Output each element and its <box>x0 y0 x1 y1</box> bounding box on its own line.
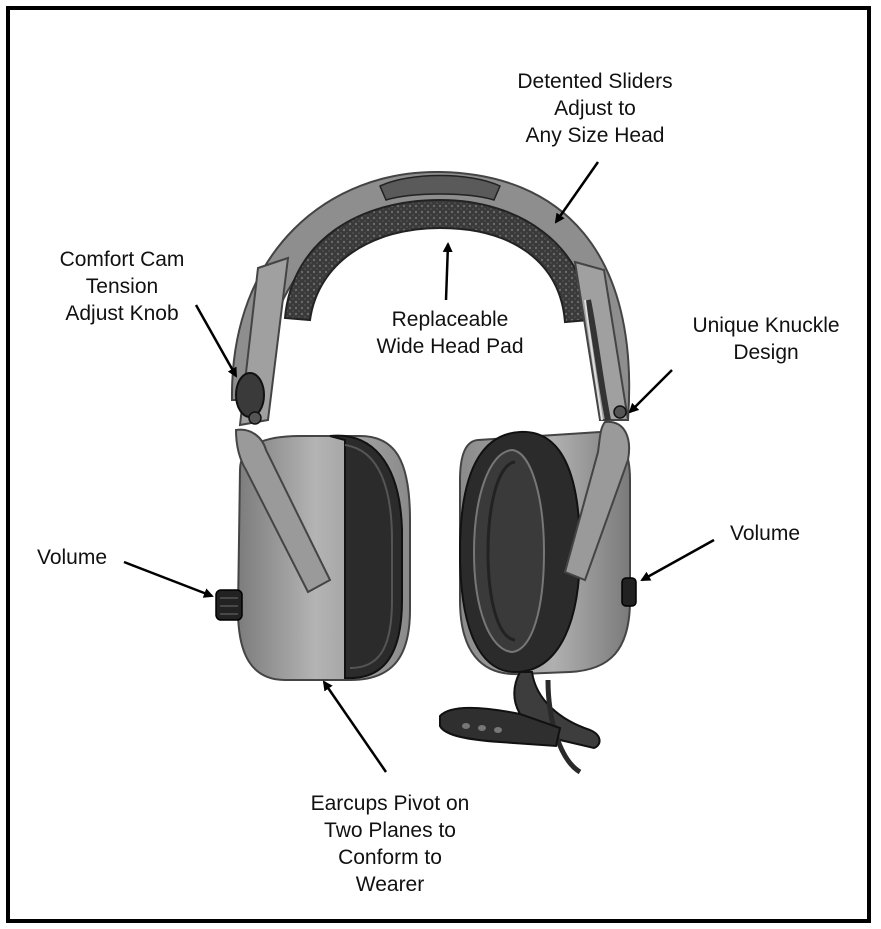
left-volume-knob <box>215 589 243 621</box>
left-earcup <box>215 428 411 681</box>
arrow-head-pad <box>442 242 453 301</box>
arrow-volume-left <box>123 560 214 598</box>
arrow-comfort-cam <box>194 304 238 378</box>
right-volume-knob <box>621 577 637 607</box>
microphone-boom <box>439 671 601 775</box>
right-earcup <box>458 420 637 676</box>
callout-knuckle: Unique Knuckle Design <box>692 314 840 364</box>
arrow-detented-sliders <box>554 161 600 224</box>
callout-detented-sliders: Detented Sliders Adjust to Any Size Head <box>517 70 673 147</box>
callout-earcups: Earcups Pivot on Two Planes to Conform t… <box>310 792 470 896</box>
callout-comfort-cam: Comfort Cam Tension Adjust Knob <box>59 248 185 325</box>
comfort-cam-knob <box>235 372 265 418</box>
diagram-frame <box>6 6 871 923</box>
callout-volume-left: Volume <box>36 546 108 569</box>
arrow-knuckle <box>628 369 673 414</box>
arrow-earcups <box>322 680 388 773</box>
callout-head-pad: Replaceable Wide Head Pad <box>376 308 524 358</box>
arrow-volume-right <box>640 538 715 582</box>
callout-volume-right: Volume <box>729 522 801 545</box>
